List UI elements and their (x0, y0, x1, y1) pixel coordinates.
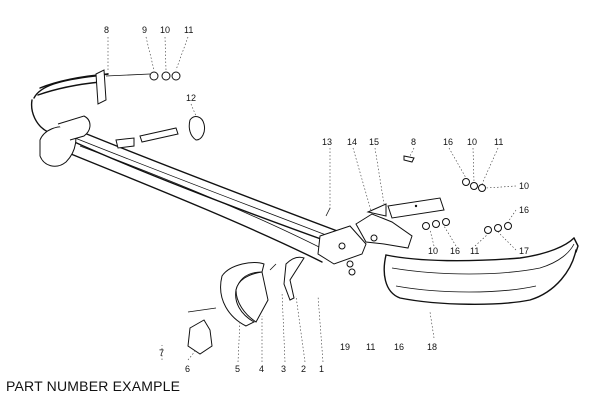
callout-5: 5 (235, 364, 240, 374)
callout-4: 4 (259, 364, 264, 374)
callout-16-middle: 16 (450, 246, 460, 256)
callout-6: 6 (185, 364, 190, 374)
callout-11-top-left: 11 (184, 25, 193, 35)
caption: PART NUMBER EXAMPLE (6, 378, 181, 394)
top-left-bracket (95, 69, 151, 105)
right-bumper-end (383, 237, 579, 305)
callout-9: 9 (142, 25, 147, 35)
leader-lines (107, 36, 517, 363)
callout-numbers: 8 9 10 11 12 13 14 15 8 16 10 11 10 16 1… (104, 25, 529, 374)
callout-19: 19 (340, 342, 350, 352)
callout-8-right: 8 (411, 137, 416, 147)
callout-18: 18 (427, 342, 437, 352)
center-mount-bracket (317, 203, 413, 265)
callout-13: 13 (322, 137, 332, 147)
callout-10-top-left: 10 (160, 25, 170, 35)
callout-16-top-right: 16 (443, 137, 453, 147)
callout-14: 14 (347, 137, 357, 147)
main-bumper-bar (30, 73, 341, 263)
callout-3: 3 (281, 364, 286, 374)
callout-7: 7 (159, 348, 164, 358)
callout-2: 2 (301, 364, 306, 374)
top-hardware (149, 71, 512, 276)
lower-deflectors (187, 256, 305, 355)
callout-10-right: 10 (519, 181, 529, 191)
callout-12: 12 (186, 93, 196, 103)
callout-8-top-left: 8 (104, 25, 109, 35)
callout-15: 15 (369, 137, 379, 147)
callout-1: 1 (319, 364, 324, 374)
callout-11-middle: 11 (470, 246, 479, 256)
callout-10-top-right: 10 (467, 137, 477, 147)
callout-10-middle: 10 (428, 246, 438, 256)
callout-11-bottom: 11 (366, 342, 375, 352)
callout-11-top-right: 11 (494, 137, 503, 147)
callout-16-right: 16 (519, 205, 529, 215)
small-parts (115, 116, 445, 219)
callout-16-bottom: 16 (394, 342, 404, 352)
callout-17: 17 (519, 246, 529, 256)
